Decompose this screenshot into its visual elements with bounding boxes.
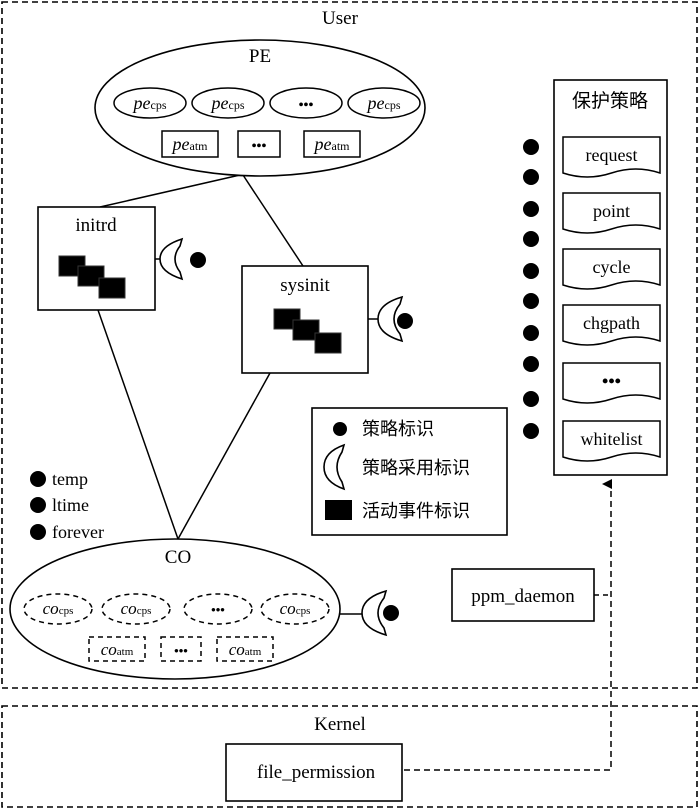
policy-item[interactable]: point	[562, 192, 661, 234]
item-label: peatm	[313, 134, 351, 154]
item-label: •••	[252, 139, 267, 154]
pe-node[interactable]: PE pecps pecps ••• pecps peatm ••• peatm	[94, 39, 426, 177]
policy-item-label: cycle	[593, 257, 631, 277]
pe-atm-item[interactable]: •••	[237, 130, 281, 158]
lifetime-item: forever	[52, 522, 104, 542]
bullet-icon	[30, 471, 46, 487]
policy-item[interactable]: whitelist	[562, 420, 661, 462]
activity-event-icon	[273, 308, 342, 354]
policy-item[interactable]: request	[562, 136, 661, 178]
item-label: •••	[299, 98, 314, 113]
policy-id-icon	[523, 391, 539, 407]
item-label: •••	[174, 643, 188, 658]
sysinit-label: sysinit	[280, 275, 330, 296]
activity-event-icon	[325, 500, 352, 520]
policy-item-label: •••	[602, 371, 621, 391]
co-atm-item[interactable]: •••	[160, 636, 202, 662]
policy-id-icon	[523, 263, 539, 279]
ppm-daemon-label: ppm_daemon	[471, 586, 575, 607]
policy-adopt-icon	[323, 443, 346, 491]
co-cps-item[interactable]: cocps	[260, 593, 330, 625]
policy-panel: 保护策略 request point cycle chgpath ••• whitelis…	[523, 79, 668, 476]
policy-item-label: point	[593, 201, 630, 221]
sysinit-node[interactable]: sysinit	[241, 265, 369, 374]
policy-id-icon	[523, 325, 539, 341]
file-permission-node[interactable]: file_permission	[225, 743, 403, 802]
legend-policy-id: 策略标识	[362, 419, 434, 440]
sysinit-policy-adopt-icon	[368, 295, 413, 343]
policy-item[interactable]: •••	[562, 362, 661, 404]
policy-id-icon	[523, 201, 539, 217]
co-label: CO	[165, 547, 191, 568]
policy-id-icon	[333, 422, 347, 436]
initrd-node[interactable]: initrd	[37, 206, 156, 311]
item-label: coatm	[229, 640, 262, 659]
pe-atm-item[interactable]: peatm	[161, 130, 219, 158]
policy-id-icon	[523, 356, 539, 372]
pe-cps-item[interactable]: •••	[269, 87, 343, 119]
policy-item[interactable]: cycle	[562, 248, 661, 290]
legend-activity-event-id: 活动事件标识	[362, 501, 470, 522]
pe-atm-item[interactable]: peatm	[303, 130, 361, 158]
policy-item-label: chgpath	[583, 313, 640, 333]
initrd-policy-adopt-icon	[155, 237, 206, 281]
ppm-daemon-node[interactable]: ppm_daemon	[451, 568, 595, 622]
co-cps-item[interactable]: cocps	[101, 593, 171, 625]
pe-cps-item[interactable]: pecps	[113, 87, 187, 119]
item-label: •••	[211, 602, 225, 617]
item-label: pecps	[366, 93, 401, 113]
policy-item[interactable]: chgpath	[562, 304, 661, 346]
edge-sysinit-co	[177, 372, 271, 540]
legend: 策略标识 策略采用标识 活动事件标识	[311, 407, 508, 536]
item-label: cocps	[43, 599, 74, 618]
item-label: coatm	[101, 640, 134, 659]
edge-pe-sysinit	[242, 174, 304, 267]
user-region-label: User	[322, 8, 359, 29]
item-label: cocps	[280, 599, 311, 618]
edge-pe-initrd	[99, 174, 241, 208]
item-label: pecps	[210, 93, 245, 113]
co-cps-item[interactable]: •••	[183, 593, 253, 625]
lifetime-list: temp ltime forever	[30, 469, 104, 542]
bullet-icon	[30, 524, 46, 540]
kernel-region-label: Kernel	[314, 714, 366, 735]
edge-initrd-co	[97, 309, 179, 540]
item-label: peatm	[171, 134, 209, 154]
policy-id-icon	[523, 231, 539, 247]
policy-item-label: request	[586, 145, 638, 165]
policy-panel-title: 保护策略	[572, 90, 648, 112]
lifetime-item: temp	[52, 469, 88, 489]
pe-cps-item[interactable]: pecps	[191, 87, 265, 119]
initrd-label: initrd	[75, 215, 117, 236]
policy-id-icon	[523, 169, 539, 185]
item-label: cocps	[121, 599, 152, 618]
co-node[interactable]: CO cocps cocps ••• cocps coatm ••• coatm	[9, 538, 341, 680]
bullet-icon	[30, 497, 46, 513]
co-policy-adopt-icon	[340, 589, 399, 637]
co-cps-item[interactable]: cocps	[23, 593, 93, 625]
policy-id-icon	[523, 139, 539, 155]
policy-id-icon	[523, 423, 539, 439]
co-atm-item[interactable]: coatm	[216, 636, 274, 662]
pe-label: PE	[249, 46, 271, 67]
file-permission-label: file_permission	[257, 762, 376, 783]
lifetime-item: ltime	[52, 495, 89, 515]
legend-policy-adopt-id: 策略采用标识	[362, 458, 470, 479]
activity-event-icon	[58, 255, 126, 299]
item-label: pecps	[132, 93, 167, 113]
policy-id-icon	[523, 293, 539, 309]
pe-cps-item[interactable]: pecps	[347, 87, 421, 119]
co-atm-item[interactable]: coatm	[88, 636, 146, 662]
kernel-region-border	[1, 705, 698, 808]
policy-item-label: whitelist	[581, 429, 643, 449]
